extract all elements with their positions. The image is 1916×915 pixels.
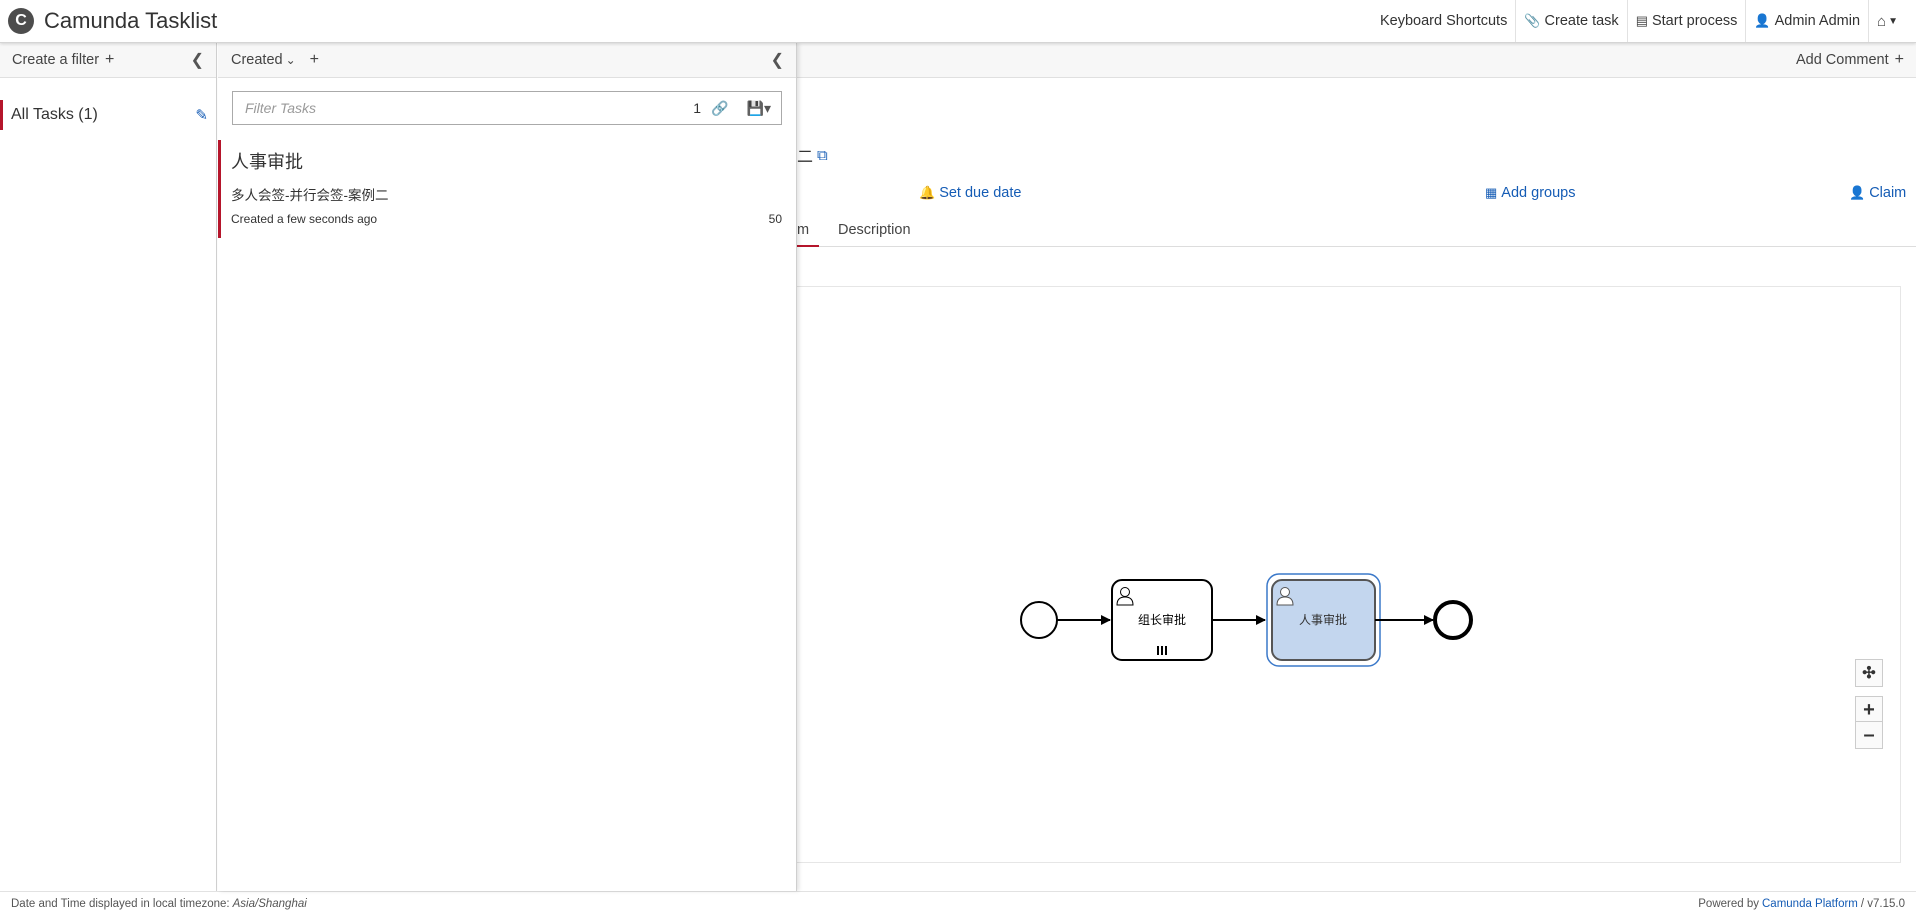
camunda-logo: C [8,8,34,34]
save-icon[interactable]: 💾▾ [746,99,771,116]
link-icon[interactable]: 🔗 [711,99,729,116]
tab-label: m [797,222,810,238]
user-name: Admin Admin [1774,13,1861,29]
crosshair-icon: ✣ [1862,665,1876,682]
task-process-name: 多人会签-并行会签-案例二 [231,188,389,203]
create-task-link[interactable]: 📎 Create task [1515,0,1626,42]
set-due-date-button[interactable]: 🔔 Set due date [919,185,1021,201]
grid-icon: ▦ [1485,185,1498,200]
task-priority: 50 [768,212,782,226]
zoom-in-button[interactable]: + [1855,696,1883,724]
minus-icon: – [1863,723,1875,746]
task-list-item[interactable]: 人事审批 多人会签-并行会签-案例二 Created a few seconds… [218,140,796,238]
filters-header: Create a filter + ❮ [0,43,216,78]
sort-dropdown[interactable]: Created ⌄ [231,52,296,68]
tab-label: Description [838,222,911,238]
plus-icon: + [105,51,115,68]
chevron-down-icon: ▼ [1888,15,1898,27]
zoom-out-button[interactable]: – [1855,721,1883,749]
filter-item-label: All Tasks (1) [11,106,98,123]
timezone-value: Asia/Shanghai [232,897,307,910]
search-wrap: 1 🔗 💾▾ [218,91,796,125]
create-filter-button[interactable]: Create a filter + [12,51,114,69]
external-link-icon[interactable]: ⧉ [817,146,828,164]
add-comment-label: Add Comment [1795,52,1889,68]
chevron-down-icon: ⌄ [285,53,296,67]
home-icon: ⌂ [1877,12,1887,30]
bpmn-user-task-active[interactable]: 人事审批 [1266,573,1381,667]
task-title-fragment: 二 [797,149,814,166]
create-filter-label: Create a filter [12,52,100,68]
tab-diagram[interactable]: m [797,219,819,247]
sort-label: Created [231,52,283,68]
home-menu[interactable]: ⌂ ▼ [1868,0,1906,42]
powered-prefix: Powered by [1698,897,1759,910]
task-process-title: 二 ⧉ [797,143,828,167]
filter-item-all-tasks[interactable]: All Tasks (1) ✎ [0,100,216,130]
list-icon: ▤ [1635,13,1648,28]
task-created: Created a few seconds ago [231,212,378,226]
add-sorting-button[interactable]: + [309,51,319,68]
top-navbar: C Camunda Tasklist Keyboard Shortcuts 📎 … [0,0,1916,43]
create-task-label: Create task [1544,13,1619,29]
task-label: 组长审批 [1138,612,1186,627]
task-name: 人事审批 [231,152,303,172]
task-label: 人事审批 [1299,612,1347,627]
plus-icon: + [1894,51,1904,68]
claim-button[interactable]: 👤 Claim [1849,185,1906,201]
plus-icon: + [1863,698,1875,721]
powered-by: Powered by Camunda Platform / v7.15.0 [1698,898,1905,910]
task-actions: 🔔 Set due date ▦ Add groups 👤 Claim [797,185,1906,207]
add-groups-button[interactable]: ▦ Add groups [1485,185,1575,201]
filter-tasks-box: 1 🔗 💾▾ [232,91,782,125]
add-comment-button[interactable]: Add Comment + [1796,51,1904,69]
chevron-left-icon[interactable]: ❮ [190,52,204,69]
user-icon: 👤 [1849,185,1866,200]
keyboard-shortcuts-link[interactable]: Keyboard Shortcuts [1372,0,1515,42]
bell-icon: 🔔 [919,185,936,200]
task-meta: Created a few seconds ago 50 [231,212,782,226]
bpmn-user-task[interactable]: 组长审批 [1111,579,1213,661]
paperclip-icon: 📎 [1524,13,1541,28]
task-count: 1 [693,100,702,116]
detail-header: Add Comment + [797,43,1916,78]
timezone-note: Date and Time displayed in local timezon… [11,897,230,910]
detail-tabs: m Description [797,219,1916,247]
user-task-icon [1276,587,1294,606]
set-due-date-label: Set due date [939,185,1022,201]
pencil-icon[interactable]: ✎ [195,107,208,124]
bpmn-diagram[interactable]: 组长审批 人事审批 ✣ [797,286,1901,863]
filters-column: Create a filter + ❮ All Tasks (1) ✎ [0,43,217,891]
user-menu[interactable]: 👤 Admin Admin [1745,0,1868,42]
tab-description[interactable]: Description [838,219,911,247]
user-icon: 👤 [1754,13,1771,28]
version: / v7.15.0 [1860,897,1905,910]
app-title: Camunda Tasklist [44,8,218,33]
start-event[interactable] [1020,601,1058,639]
start-process-label: Start process [1651,13,1738,29]
user-task-icon [1116,587,1134,606]
footer: Date and Time displayed in local timezon… [0,891,1916,915]
tasklist-header: Created ⌄ + ❮ [218,43,796,78]
brand[interactable]: C Camunda Tasklist [8,8,217,34]
parallel-multi-instance-icon [1157,646,1167,655]
end-event[interactable] [1433,600,1473,640]
keyboard-shortcuts-label: Keyboard Shortcuts [1379,13,1508,29]
reset-zoom-button[interactable]: ✣ [1855,659,1883,687]
task-detail: Add Comment + 二 ⧉ 🔔 Set due date ▦ Add g… [797,43,1916,891]
tasklist-column: Created ⌄ + ❮ 1 🔗 💾▾ 人事审批 多人会签-并行会签-案例二 … [218,43,797,891]
start-process-link[interactable]: ▤ Start process [1626,0,1746,42]
top-nav: Keyboard Shortcuts 📎 Create task ▤ Start… [1372,0,1906,42]
chevron-left-icon[interactable]: ❮ [770,52,784,69]
filter-tasks-input[interactable] [245,100,694,116]
bpmn-canvas: 组长审批 人事审批 [1020,573,1473,667]
add-groups-label: Add groups [1501,185,1576,201]
camunda-platform-link[interactable]: Camunda Platform [1762,897,1858,910]
claim-label: Claim [1869,185,1907,201]
